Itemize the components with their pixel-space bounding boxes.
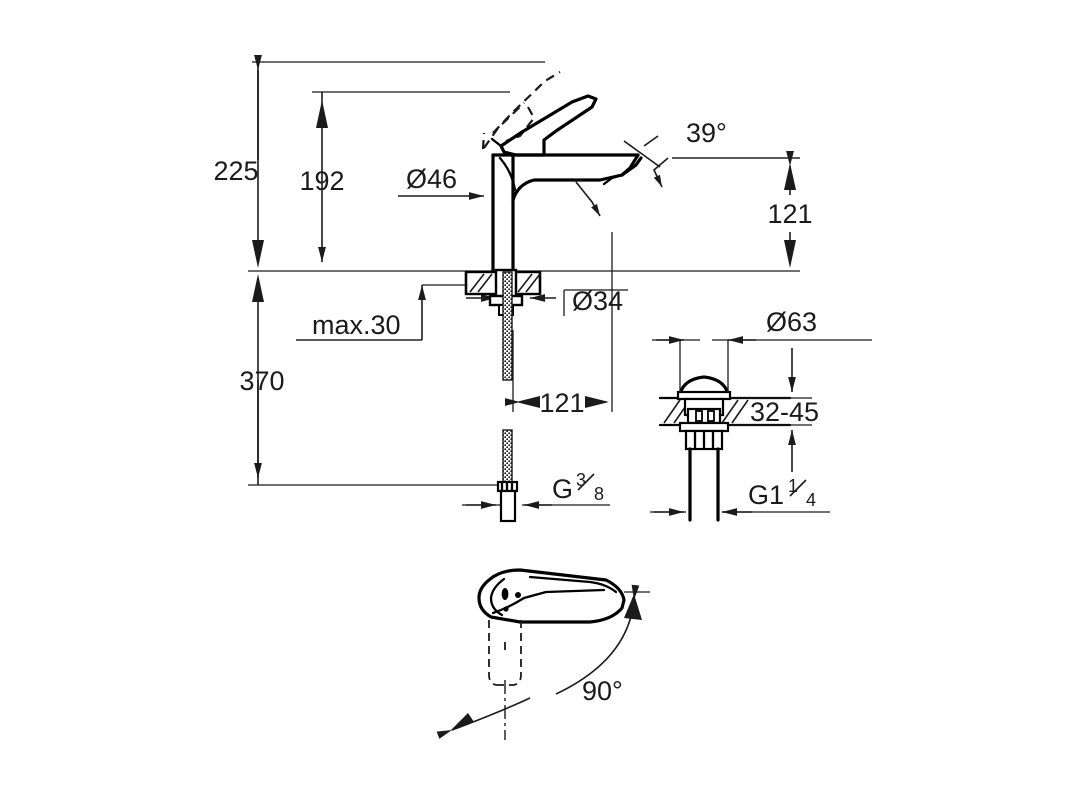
dim-label-g114-main: G1 bbox=[748, 480, 784, 510]
faucet-front-elevation bbox=[464, 71, 643, 523]
dimension-192 bbox=[316, 92, 328, 262]
dim-label-121-projection: 121 bbox=[539, 388, 584, 418]
dimension-121-projection bbox=[505, 232, 613, 412]
dim-label-g38-den: 8 bbox=[594, 484, 604, 504]
dim-label-39deg: 39° bbox=[686, 118, 727, 148]
leader-spout-underside bbox=[575, 181, 601, 217]
dim-label-g38-main: G bbox=[552, 474, 573, 504]
dimension-225 bbox=[252, 55, 264, 485]
lever-handle bbox=[490, 94, 598, 157]
dimension-121-vertical bbox=[672, 151, 800, 268]
shank-assembly bbox=[488, 268, 524, 523]
dim-label-225: 225 bbox=[213, 156, 258, 186]
dim-label-g38-num: 3 bbox=[576, 470, 586, 490]
dim-label-g114-num: 1 bbox=[788, 476, 798, 496]
lever-plan-view bbox=[477, 568, 626, 740]
faucet-body bbox=[491, 153, 643, 274]
dim-label-90deg: 90° bbox=[582, 676, 623, 706]
dim-label-121-vertical: 121 bbox=[767, 199, 812, 229]
dimension-d63 bbox=[652, 336, 872, 392]
dimension-32-45 bbox=[730, 348, 812, 472]
dim-label-192: 192 bbox=[299, 166, 344, 196]
pop-up-waste-detail bbox=[658, 375, 792, 522]
dim-label-d63: Ø63 bbox=[766, 307, 817, 337]
dim-label-g114-den: 4 bbox=[806, 490, 816, 510]
dimension-d34 bbox=[466, 289, 628, 316]
dim-label-max30: max.30 bbox=[312, 310, 401, 340]
dim-label-d46: Ø46 bbox=[406, 164, 457, 194]
lever-ghost-dashed bbox=[481, 71, 561, 150]
dim-label-d34: Ø34 bbox=[572, 286, 623, 316]
dimension-angle-90 bbox=[436, 584, 650, 739]
dim-label-370: 370 bbox=[239, 366, 284, 396]
dim-label-32-45: 32-45 bbox=[750, 397, 819, 427]
